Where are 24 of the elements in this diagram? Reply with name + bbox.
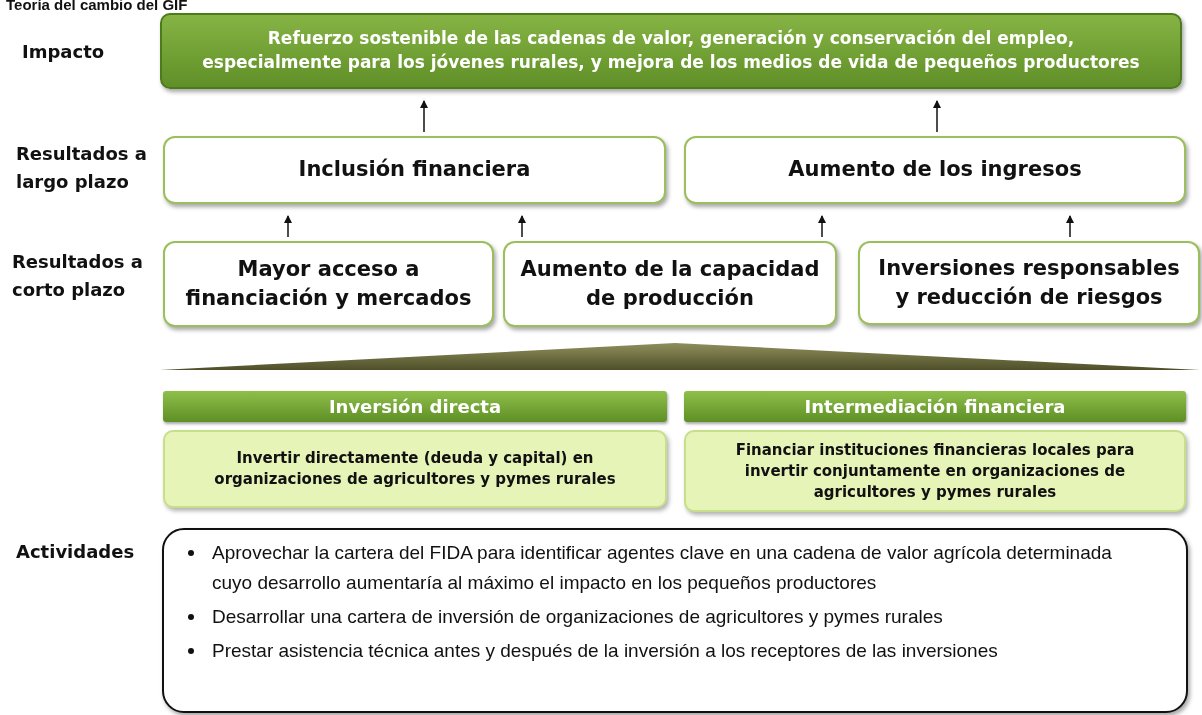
text-box: Inversiones responsables y reducción de riesgos	[858, 241, 1200, 325]
text-box: Mayor acceso a financiación y mercados	[163, 241, 494, 327]
arrow	[818, 215, 826, 238]
activity-text: Desarrollar una cartera de inversión de organizaciones de agricultores y pymes rurales	[212, 605, 943, 629]
row-label: Resultados a largo plazo	[16, 142, 148, 194]
row-label: Resultados a corto plazo	[12, 250, 144, 302]
text-box: Inclusión financiera	[163, 136, 666, 204]
activities-box	[162, 528, 1188, 713]
header-bar: Intermediación financiera	[684, 391, 1186, 422]
arrow	[933, 100, 941, 133]
row-label: Actividades	[16, 540, 136, 564]
header-bar: Inversión directa	[163, 391, 667, 422]
text-box: Aumento de los ingresos	[684, 136, 1186, 204]
arrow	[420, 100, 428, 133]
text-box: Financiar instituciones financieras locales para invertir conjuntamente en organizaciones de agricultores y pymes rurales	[684, 430, 1186, 512]
text-box: Invertir directamente (deuda y capital) en organizaciones de agricultores y pymes rurales	[163, 430, 667, 508]
text-box: Aumento de la capacidad de producción	[503, 241, 837, 327]
arrow	[518, 215, 526, 238]
activity-text: Prestar asistencia técnica antes y después de la inversión a los receptores de las inversiones	[212, 639, 998, 663]
row-label: Impacto	[22, 40, 106, 64]
arrow	[284, 215, 292, 238]
arrow	[1066, 215, 1074, 238]
text-box: Refuerzo sostenible de las cadenas de valor, generación y conservación del empleo, especialmente para los jóvenes rurales, y mejora de los medios de vida de pequeños productores	[160, 13, 1182, 89]
activity-text: Aprovechar la cartera del FIDA para identificar agentes clave en una cadena de valor agrícola determinada cuyo desarrollo aumentaría al máximo el impacto en los pequeños productores	[212, 541, 1113, 595]
